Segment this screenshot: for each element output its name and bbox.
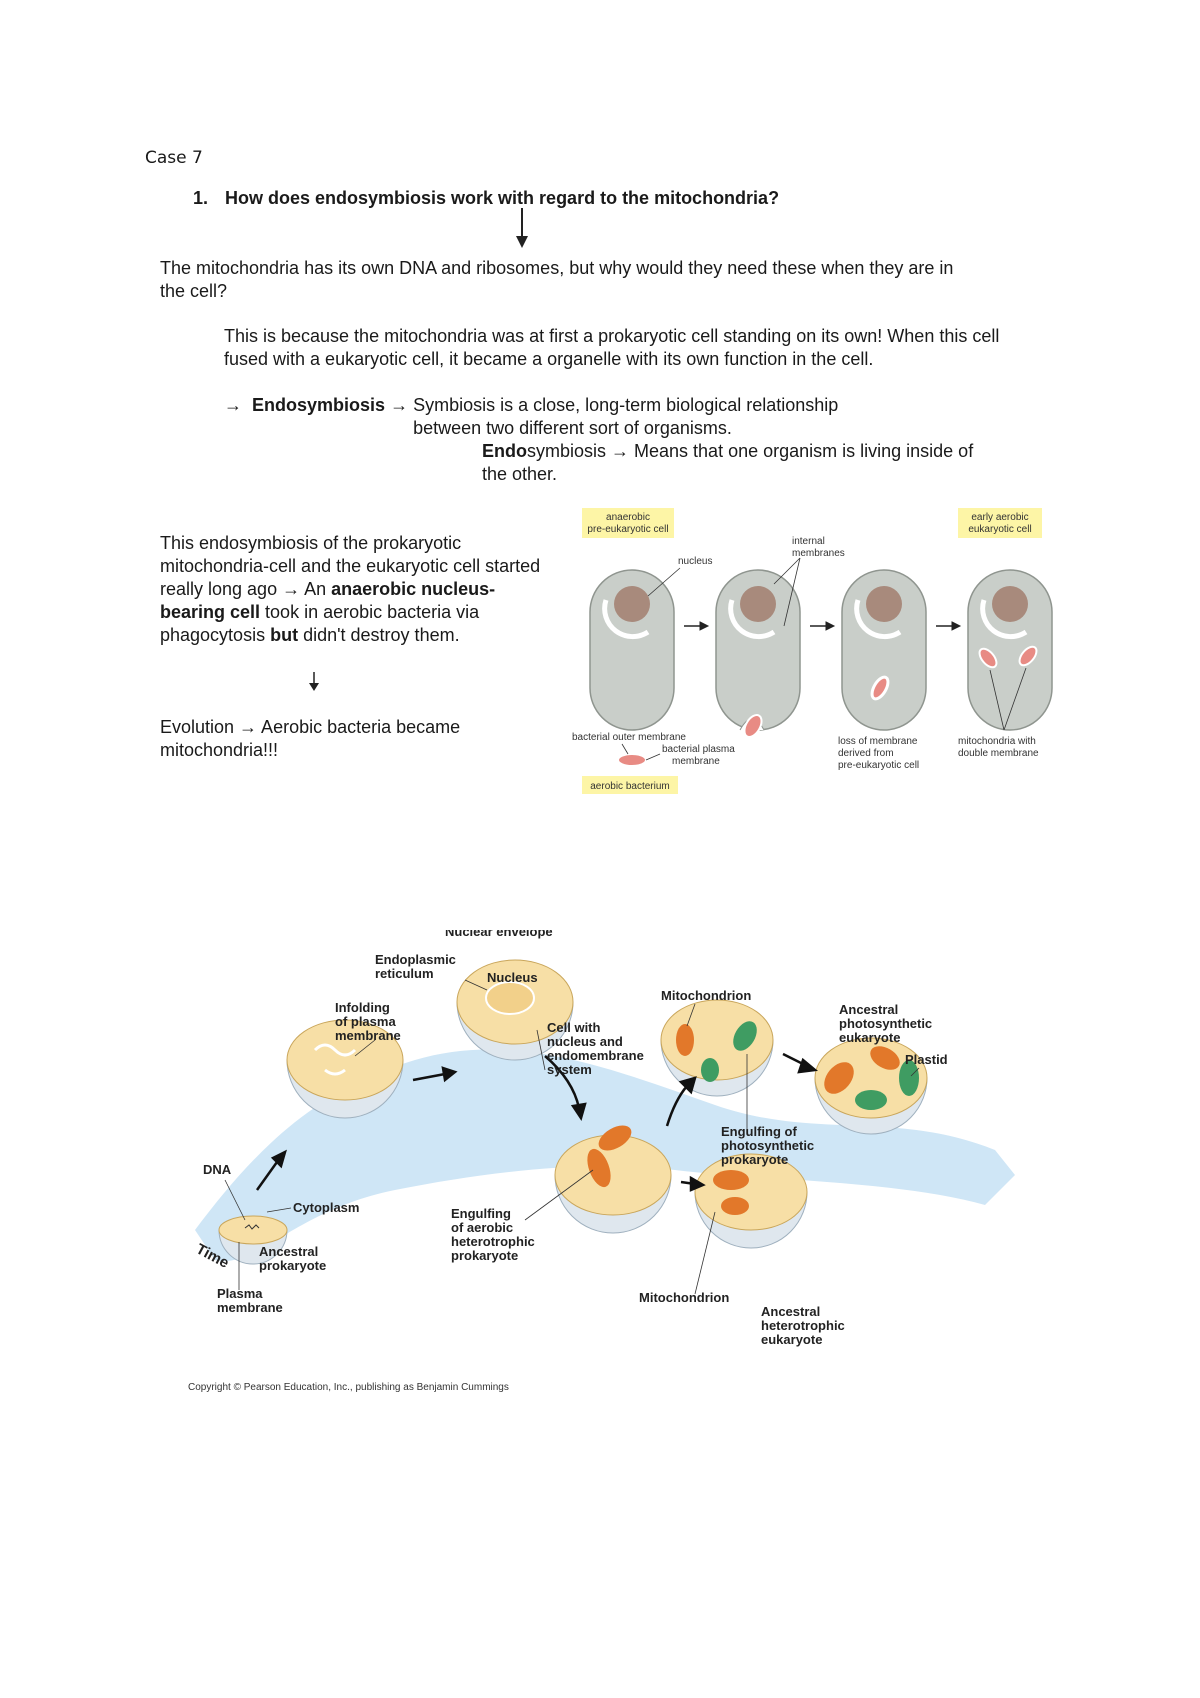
small-down-arrow-icon: [309, 672, 319, 691]
loss-label-line3: pre-eukaryotic cell: [838, 760, 919, 771]
cell-stage-4: [967, 569, 1053, 731]
mitochondrion-bottom-label: Mitochondrion: [639, 1290, 729, 1305]
infolding-label-line3: membrane: [335, 1028, 401, 1043]
endosymbiosis-history: This endosymbiosis of the prokaryotic mi…: [160, 532, 560, 647]
loss-label-line1: loss of membrane: [838, 736, 918, 747]
nucleus-label: nucleus: [678, 556, 712, 567]
outer-membrane-label: bacterial outer membrane: [572, 732, 686, 743]
endosymbiosis-stages-figure: anaerobic pre-eukaryotic cell early aero…: [572, 508, 1053, 794]
ancestral-prokaryote-cell: [218, 1215, 288, 1265]
engp-label-line3: prokaryote: [721, 1152, 788, 1167]
internal-membranes-label-line2: membranes: [792, 548, 845, 559]
infolding-label-line1: Infolding: [335, 1000, 390, 1015]
nucleus-label: Nucleus: [487, 970, 538, 985]
cell-stage-2: [715, 569, 801, 738]
case-label: Case 7: [145, 148, 203, 168]
history-text-1: This endosymbiosis of the prokaryotic mi…: [160, 533, 541, 599]
aerobic-bacterium-label: aerobic bacterium: [590, 781, 669, 792]
history-text-3: didn't destroy them.: [298, 625, 460, 645]
endosymbiosis-term: Endosymbiosis: [252, 395, 386, 415]
leader-lines: [647, 557, 1027, 731]
endo-prefix: Endo: [482, 441, 527, 461]
evolution-statement: Evolution → Aerobic bacteria became mito…: [160, 717, 461, 760]
arrow-glyph: →: [224, 395, 242, 415]
history-bold-2: but: [270, 625, 299, 645]
eng-label-line1: Engulfing: [451, 1206, 511, 1221]
ahe-label-line3: eukaryote: [761, 1332, 822, 1347]
anaerobic-label-line2: pre-eukaryotic cell: [587, 524, 668, 535]
eng-label-line4: prokaryote: [451, 1248, 518, 1263]
eng-label-line2: of aerobic: [451, 1220, 513, 1235]
er-label-line1: Endoplasmic: [375, 952, 456, 967]
explanation-paragraph: This is because the mitochondria was at …: [224, 326, 1000, 369]
question-heading: 1. How does endosymbiosis work with regar…: [193, 188, 779, 209]
symbiosis-definition: Symbiosis is a close, long-term biologic…: [413, 395, 839, 438]
engulfing-photosynthetic-cell: [660, 999, 774, 1097]
eng-label-line3: heterotrophic: [451, 1234, 535, 1249]
early-aerobic-label-line2: eukaryotic cell: [968, 524, 1031, 535]
figure2-leader-lines: [224, 979, 920, 1295]
nucleus-cell: [456, 959, 574, 1061]
internal-membranes-label-line1: internal: [792, 536, 825, 547]
ap-label-line2: prokaryote: [259, 1258, 326, 1273]
question-number: 1.: [193, 188, 209, 208]
cytoplasm-label: Cytoplasm: [293, 1200, 359, 1215]
early-aerobic-label-box: [958, 508, 1042, 538]
history-text-2: took in aerobic bacteria via phagocytosi…: [160, 602, 480, 645]
question-text: How does endosymbiosis work with regard …: [225, 188, 780, 208]
ahe-label-line2: heterotrophic: [761, 1318, 845, 1333]
loss-label-line2: derived from: [838, 748, 894, 759]
down-arrow-icon: [516, 208, 528, 248]
ancestral-photosynthetic-eukaryote-cell: [814, 1037, 928, 1135]
aps-label-line1: Ancestral: [839, 1002, 898, 1017]
endo-prefix-definition: Endosymbiosis → Means that one organism …: [482, 440, 982, 486]
anaerobic-label-box: [582, 508, 674, 538]
er-label-line2: reticulum: [375, 966, 434, 981]
eukaryote-evolution-figure: Nuclear envelope Endoplasmic reticulum N…: [195, 930, 1015, 1347]
process-arrows: [255, 1052, 819, 1192]
cell-with-label-line1: Cell with: [547, 1020, 601, 1035]
plasma-membrane-label-line1: bacterial plasma: [662, 744, 735, 755]
aps-label-line2: photosynthetic: [839, 1016, 932, 1031]
plasma-membrane-label-line2: membrane: [672, 756, 720, 767]
dna-label: DNA: [203, 1162, 232, 1177]
engp-label-line1: Engulfing of: [721, 1124, 797, 1139]
copyright-notice: Copyright © Pearson Education, Inc., pub…: [188, 1382, 509, 1393]
cell-with-label-line3: endomembrane: [547, 1048, 644, 1063]
pm-label-line1: Plasma: [217, 1286, 263, 1301]
cell-with-label-line2: nucleus and: [547, 1034, 623, 1049]
mitochondrion-top-label: Mitochondrion: [661, 988, 751, 1003]
mito-double-label-line1: mitochondria with: [958, 736, 1036, 747]
infolding-label-line2: of plasma: [335, 1014, 396, 1029]
aerobic-bacterium-label-box: [582, 776, 678, 794]
engp-label-line2: photosynthetic: [721, 1138, 814, 1153]
plastid-label: Plastid: [905, 1052, 948, 1067]
intro-paragraph: The mitochondria has its own DNA and rib…: [160, 258, 954, 301]
anaerobic-label-line1: anaerobic: [606, 512, 650, 523]
ancestral-heterotrophic-eukaryote-cell: [694, 1153, 808, 1249]
cell-stage-3: [841, 569, 927, 731]
free-bacterium: [617, 753, 647, 767]
engulfing-aerobic-cell: [554, 1125, 672, 1234]
endosymbiosis-definition: → Endosymbiosis → Symbiosis is a close, …: [224, 394, 1004, 440]
early-aerobic-label-line1: early aerobic: [971, 512, 1028, 523]
stage-arrows: [684, 621, 962, 631]
cell-with-label-line4: system: [547, 1062, 592, 1077]
ap-label-line1: Ancestral: [259, 1244, 318, 1259]
infolding-cell: [286, 1019, 404, 1119]
mito-double-label-line2: double membrane: [958, 748, 1039, 759]
pm-label-line2: membrane: [217, 1300, 283, 1315]
ahe-label-line1: Ancestral: [761, 1304, 820, 1319]
nuclear-envelope-label: Nuclear envelope: [445, 930, 553, 939]
history-bold-1: anaerobic nucleus-bearing cell: [160, 579, 496, 622]
cell-stage-1: [589, 569, 675, 731]
endo-meaning: symbiosis → Means that one organism is l…: [482, 441, 974, 484]
aps-label-line3: eukaryote: [839, 1030, 900, 1045]
arrow-glyph: →: [390, 395, 409, 415]
